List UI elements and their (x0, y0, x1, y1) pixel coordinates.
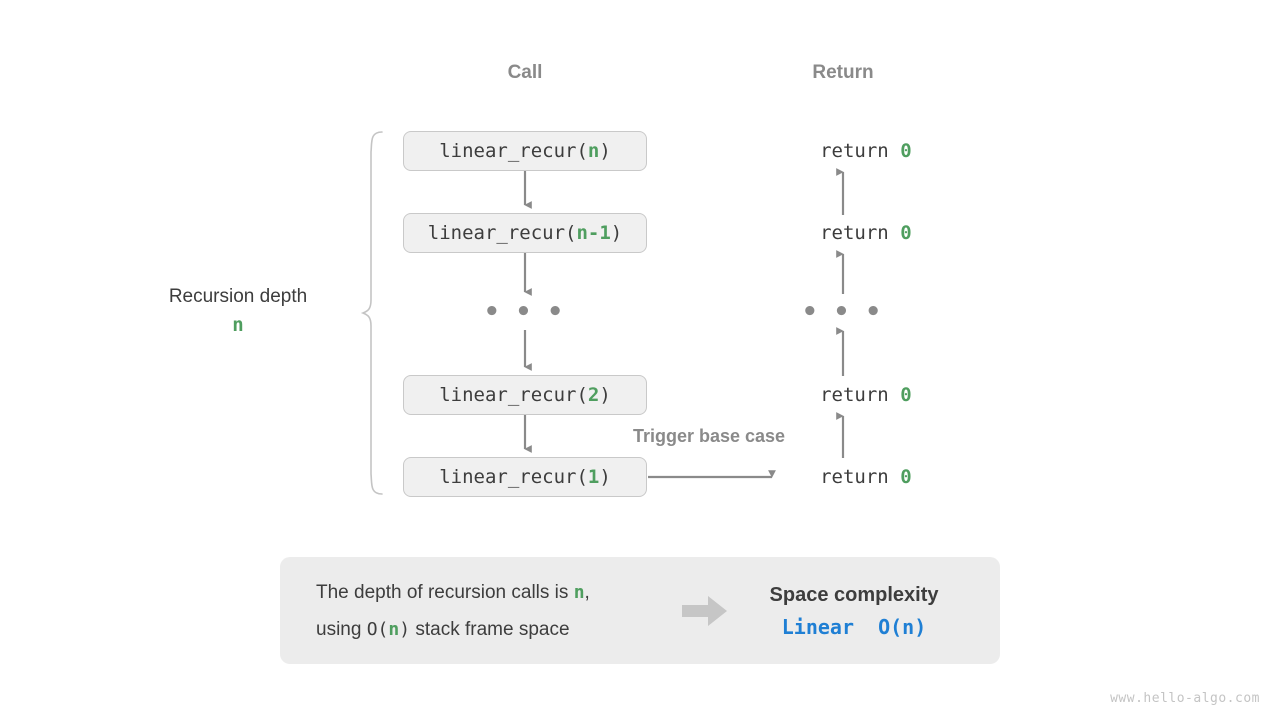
space-complexity-value: Linear O(n) (781, 614, 927, 639)
column-header-return: Return (812, 62, 874, 83)
call-frame-box: linear_recur(2) (403, 375, 647, 415)
return-keyword: return (820, 140, 901, 162)
summary-line1-variable: n (573, 581, 585, 603)
recursion-depth-brace (360, 131, 383, 495)
return-value: 0 (900, 384, 912, 406)
summary-conclusion: Space complexity Linear O(n) (736, 579, 1000, 643)
trigger-base-case-note: Trigger base case (632, 426, 786, 446)
recursion-depth-label: Recursion depth n (169, 284, 307, 340)
call-frame-box: linear_recur(1) (403, 457, 647, 497)
summary-line2-tail: stack frame space (410, 618, 570, 640)
call-frame-arg: 2 (587, 384, 600, 406)
return-statement: return 0 (774, 118, 912, 184)
call-frame-suffix: ) (610, 222, 623, 244)
summary-line2-variable: n (388, 618, 400, 640)
call-frame-prefix: linear_recur( (439, 466, 588, 488)
return-keyword: return (820, 222, 901, 244)
summary-description: The depth of recursion calls is n, using… (316, 574, 666, 648)
return-ellipsis: • • • (801, 297, 885, 327)
call-frame-suffix: ) (599, 466, 611, 488)
summary-line1-text: The depth of recursion calls is (316, 581, 574, 603)
source-watermark: www.hello-algo.com (1110, 691, 1260, 706)
call-frame-box: linear_recur(n) (403, 131, 647, 171)
call-frame-prefix: linear_recur( (439, 140, 588, 162)
summary-line2-bigo-open: O( (366, 618, 389, 640)
summary-line2-text: using (316, 618, 367, 640)
call-frame-suffix: ) (599, 384, 611, 406)
call-frame-prefix: linear_recur( (439, 384, 588, 406)
return-statement: return 0 (774, 362, 912, 428)
call-frame-arg: n-1 (576, 222, 611, 244)
call-frame-prefix: linear_recur( (427, 222, 577, 244)
call-frame-suffix: ) (599, 140, 611, 162)
call-frame-box: linear_recur(n-1) (403, 213, 647, 253)
return-value: 0 (900, 140, 912, 162)
return-value: 0 (900, 466, 912, 488)
recursion-depth-value: n (232, 314, 244, 336)
summary-panel: The depth of recursion calls is n, using… (280, 557, 1000, 664)
space-complexity-title: Space complexity (769, 583, 939, 606)
recursion-depth-title: Recursion depth (168, 286, 308, 307)
column-header-call: Call (507, 62, 543, 83)
summary-line-2: using O(n) stack frame space (316, 611, 666, 648)
summary-line1-tail: , (584, 581, 590, 603)
return-statement: return 0 (774, 200, 912, 266)
summary-line-1: The depth of recursion calls is n, (316, 574, 666, 611)
call-frame-arg: n (587, 140, 600, 162)
return-statement: return 0 (774, 444, 912, 510)
call-frame-arg: 1 (587, 466, 600, 488)
return-value: 0 (900, 222, 912, 244)
right-block-arrow-icon (674, 594, 736, 628)
call-ellipsis: • • • (483, 297, 567, 327)
return-keyword: return (820, 466, 901, 488)
return-keyword: return (820, 384, 901, 406)
summary-line2-bigo-close: ) (399, 618, 411, 640)
